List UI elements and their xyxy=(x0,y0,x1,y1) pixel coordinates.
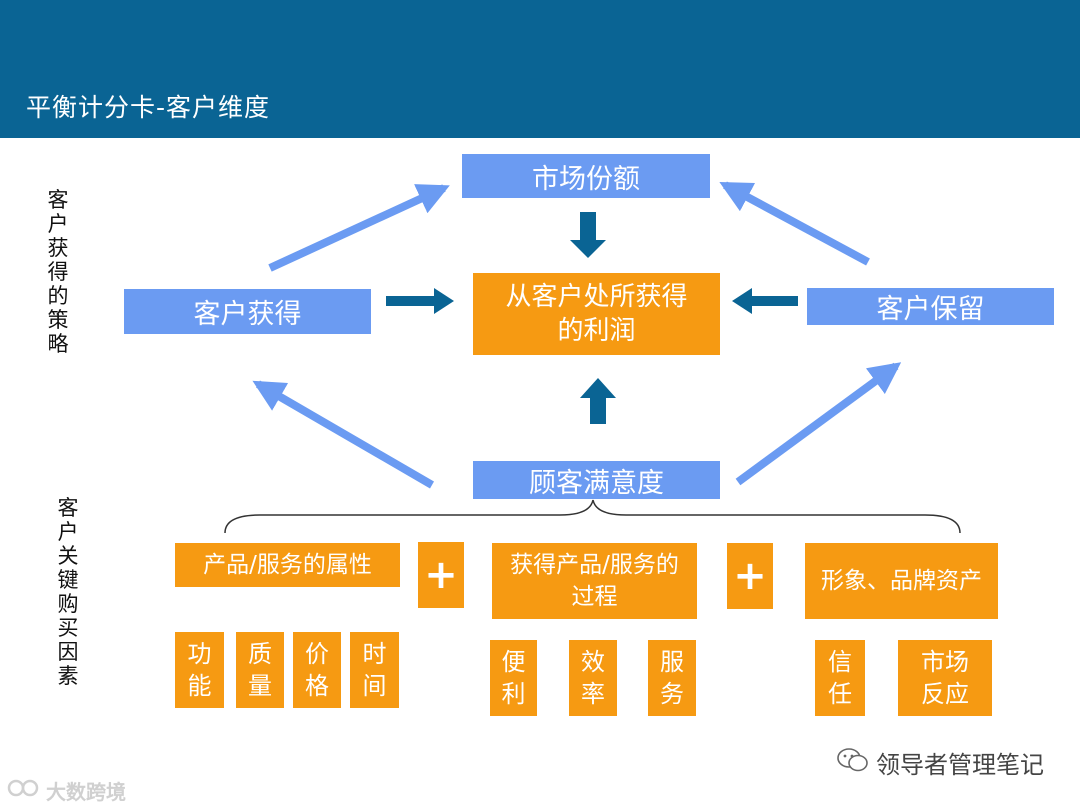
attr-item-text: 质量 xyxy=(248,640,272,700)
market-share-box: 市场份额 xyxy=(462,154,710,198)
process-item: 效率 xyxy=(569,640,617,716)
profit-box: 从客户处所获得的利润 xyxy=(473,273,720,355)
brand-text: 大数跨境 xyxy=(46,780,126,804)
process-text: 获得产品/服务的过程 xyxy=(510,552,679,610)
plus-sign-1: + xyxy=(418,542,464,608)
attr-item-text: 价格 xyxy=(305,640,329,700)
header-bar: 平衡计分卡-客户维度 xyxy=(0,0,1080,138)
watermark: 领导者管理笔记 xyxy=(836,745,1044,780)
strategy-label: 客户获得的策略 xyxy=(47,188,69,356)
attr-item: 价格 xyxy=(293,632,341,708)
arrow-acq-to-profit xyxy=(386,288,454,314)
arrow-sat-to-ret xyxy=(735,362,902,486)
arrow-ret-to-profit xyxy=(732,288,798,314)
attributes-box: 产品/服务的属性 xyxy=(175,543,400,587)
attr-item-text: 功能 xyxy=(187,640,212,700)
arrow-share-to-profit xyxy=(570,212,606,258)
image-text: 形象、品牌资产 xyxy=(821,568,982,594)
image-item: 信任 xyxy=(815,640,865,716)
arrow-acq-to-share xyxy=(268,184,450,272)
attr-item: 时间 xyxy=(350,632,399,708)
process-item: 便利 xyxy=(490,640,537,716)
wechat-icon xyxy=(836,746,870,780)
image-box: 形象、品牌资产 xyxy=(805,543,998,619)
satisfaction-box: 顾客满意度 xyxy=(473,461,720,499)
process-item: 服务 xyxy=(648,640,696,716)
plus-sign-2: + xyxy=(727,543,773,609)
arrow-sat-to-acq xyxy=(252,380,435,489)
key-factors-label: 客户关键购买因素 xyxy=(57,496,79,688)
brand-logo: 大数跨境 xyxy=(6,776,126,805)
retention-box: 客户保留 xyxy=(807,288,1054,325)
brand-icon xyxy=(6,777,42,804)
image-item-text: 信任 xyxy=(828,648,852,708)
image-item-text: 市场反应 xyxy=(921,648,969,708)
curly-brace xyxy=(224,499,961,534)
process-item-text: 服务 xyxy=(660,648,684,708)
page-title: 平衡计分卡-客户维度 xyxy=(26,93,271,122)
arrow-ret-to-share xyxy=(719,181,870,266)
acquisition-box: 客户获得 xyxy=(124,289,371,334)
attr-item: 功能 xyxy=(175,632,224,708)
attr-item: 质量 xyxy=(236,632,284,708)
process-item-text: 便利 xyxy=(501,648,526,708)
watermark-text: 领导者管理笔记 xyxy=(876,751,1044,779)
arrow-sat-to-profit xyxy=(580,378,616,424)
process-item-text: 效率 xyxy=(581,648,605,708)
attr-item-text: 时间 xyxy=(362,640,387,700)
image-item: 市场反应 xyxy=(898,640,992,716)
process-box: 获得产品/服务的过程 xyxy=(492,543,697,619)
profit-text: 从客户处所获得的利润 xyxy=(505,282,688,346)
